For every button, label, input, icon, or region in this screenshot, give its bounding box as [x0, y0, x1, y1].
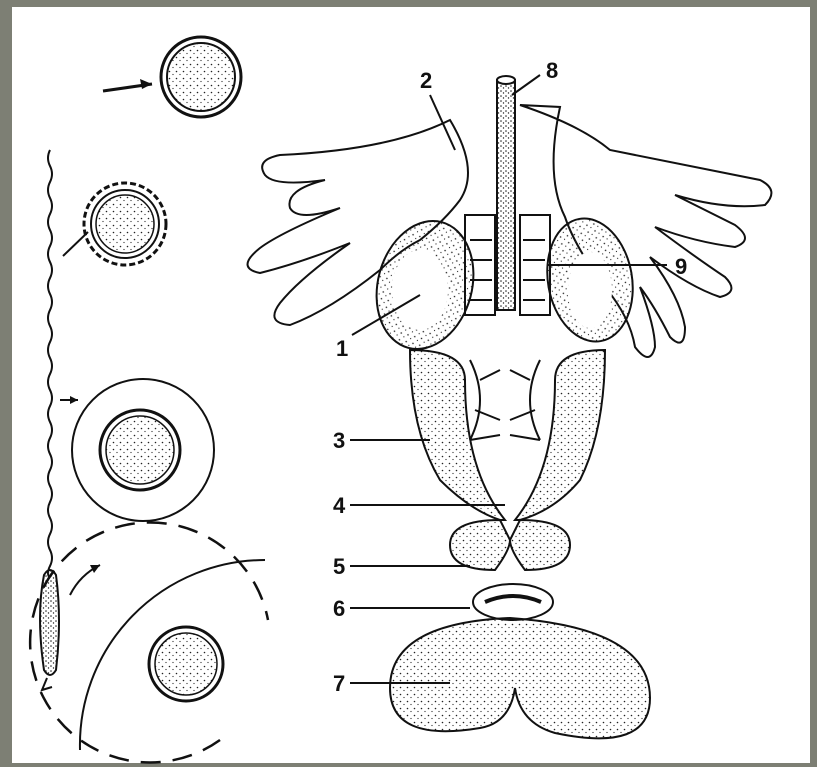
label-8: 8	[546, 60, 558, 82]
oviducts	[410, 350, 605, 520]
egg-stage-1	[103, 37, 241, 117]
dorsal-aorta	[497, 76, 515, 310]
label-5: 5	[333, 556, 345, 578]
label-6: 6	[333, 598, 345, 620]
sperm-cell	[40, 150, 59, 690]
label-3: 3	[333, 430, 345, 452]
label-9: 9	[675, 256, 687, 278]
egg-stage-3	[60, 379, 214, 521]
cloaca	[473, 584, 553, 620]
label-4: 4	[333, 495, 345, 517]
label-1: 1	[336, 338, 348, 360]
egg-stage-4	[30, 522, 268, 762]
label-2: 2	[420, 70, 432, 92]
label-7: 7	[333, 673, 345, 695]
urinary-bladder	[390, 618, 650, 738]
ovisacs	[450, 520, 570, 570]
egg-stage-2	[63, 183, 166, 265]
